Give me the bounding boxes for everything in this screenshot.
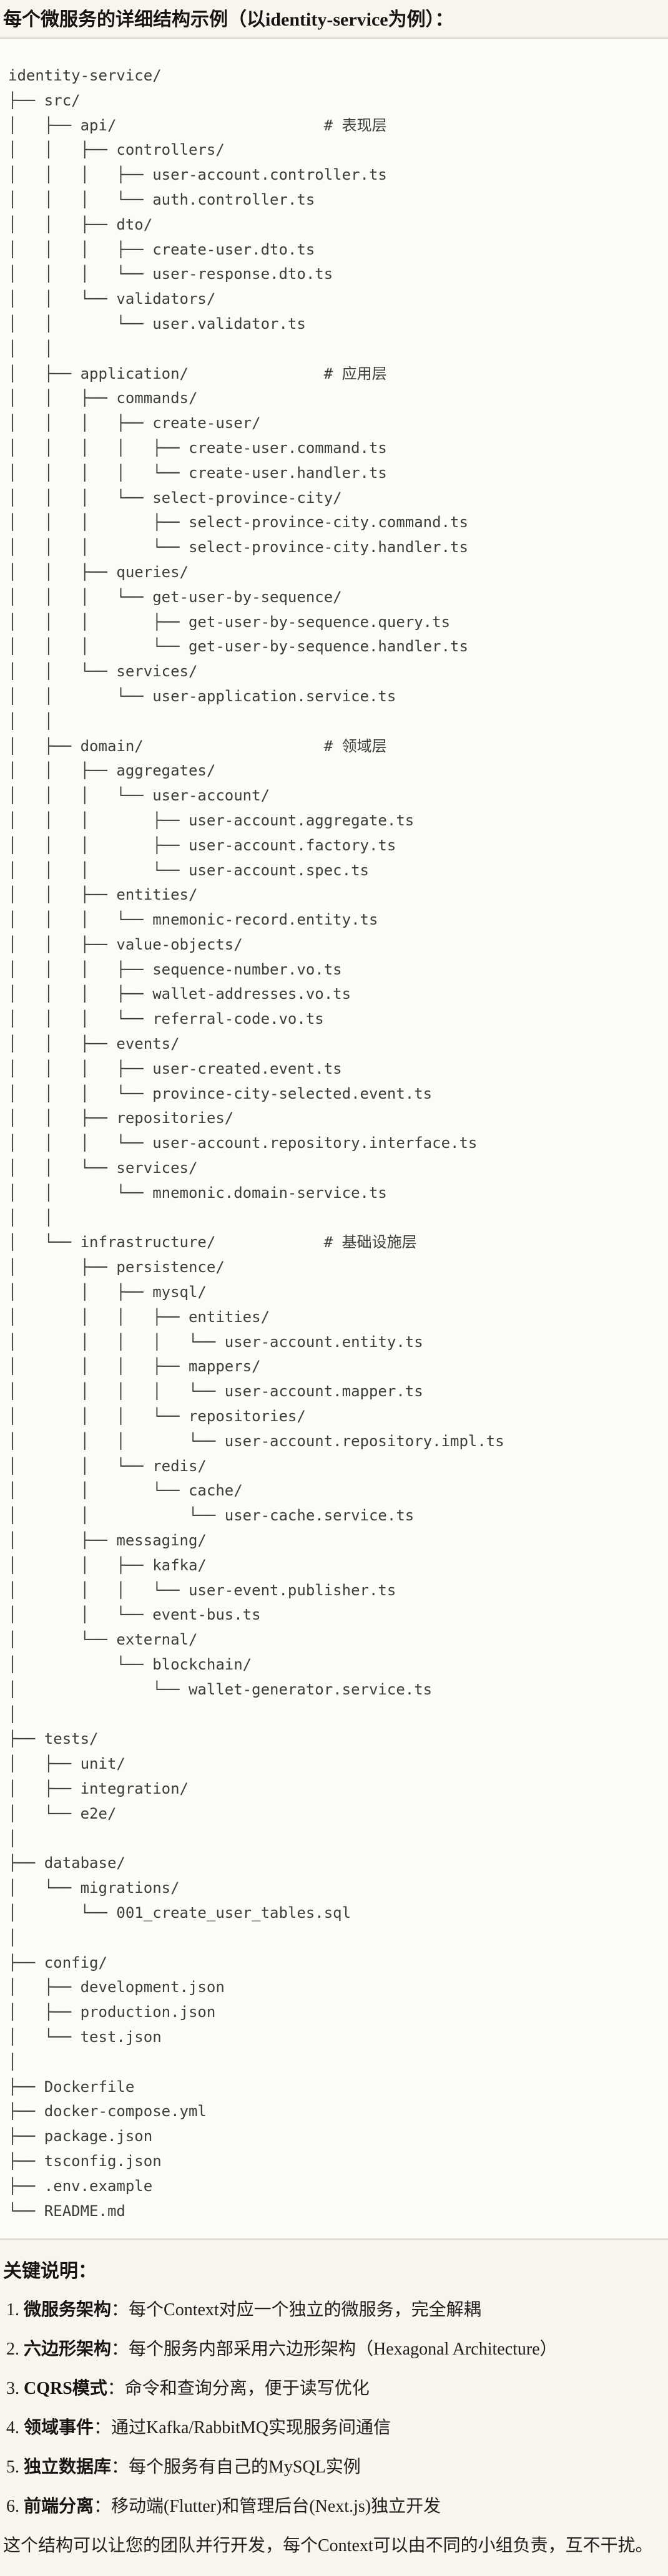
note-term: 前端分离 [24,2497,94,2517]
note-text: ：移动端(Flutter)和管理后台(Next.js)独立开发 [94,2497,441,2517]
note-number: 3. [6,2379,24,2399]
note-number: 2. [6,2340,24,2360]
code-block: identity-service/ ├── src/ │ ├── api/ # … [0,37,668,2240]
page-title: 每个微服务的详细结构示例（以identity-service为例）： [3,9,454,30]
note-text: ：通过Kafka/RabbitMQ实现服务间通信 [94,2418,391,2438]
notes-heading: 关键说明： [3,2261,97,2282]
note-item: 4. 领域事件：通过Kafka/RabbitMQ实现服务间通信 [6,2417,664,2439]
note-text: ：命令和查询分离，便于读写优化 [107,2379,370,2399]
note-item: 1. 微服务架构：每个Context对应一个独立的微服务，完全解耦 [6,2299,664,2321]
note-term: 独立数据库 [24,2457,112,2477]
note-term: 微服务架构 [24,2300,112,2320]
note-item: 5. 独立数据库：每个服务有自己的MySQL实例 [6,2456,664,2479]
note-term: 六边形架构 [24,2340,112,2360]
note-term: 领域事件 [24,2418,94,2438]
closing-paragraph: 这个结构可以让您的团队并行开发，每个Context可以由不同的小组负责，互不干扰… [3,2536,653,2556]
note-number: 4. [6,2418,24,2438]
directory-tree: identity-service/ ├── src/ │ ├── api/ # … [8,67,504,2220]
note-number: 5. [6,2457,24,2477]
note-item: 6. 前端分离：移动端(Flutter)和管理后台(Next.js)独立开发 [6,2496,664,2518]
note-item: 3. CQRS模式：命令和查询分离，便于读写优化 [6,2378,664,2400]
note-text: ：每个服务内部采用六边形架构（Hexagonal Architecture） [111,2340,557,2360]
note-text: ：每个Context对应一个独立的微服务，完全解耦 [111,2300,481,2320]
note-term: CQRS模式 [24,2379,107,2399]
note-item: 2. 六边形架构：每个服务内部采用六边形架构（Hexagonal Archite… [6,2338,664,2361]
note-number: 1. [6,2300,24,2320]
notes-section: 关键说明： 1. 微服务架构：每个Context对应一个独立的微服务，完全解耦 … [0,2259,668,2557]
note-text: ：每个服务有自己的MySQL实例 [111,2457,361,2477]
note-number: 6. [6,2497,24,2517]
